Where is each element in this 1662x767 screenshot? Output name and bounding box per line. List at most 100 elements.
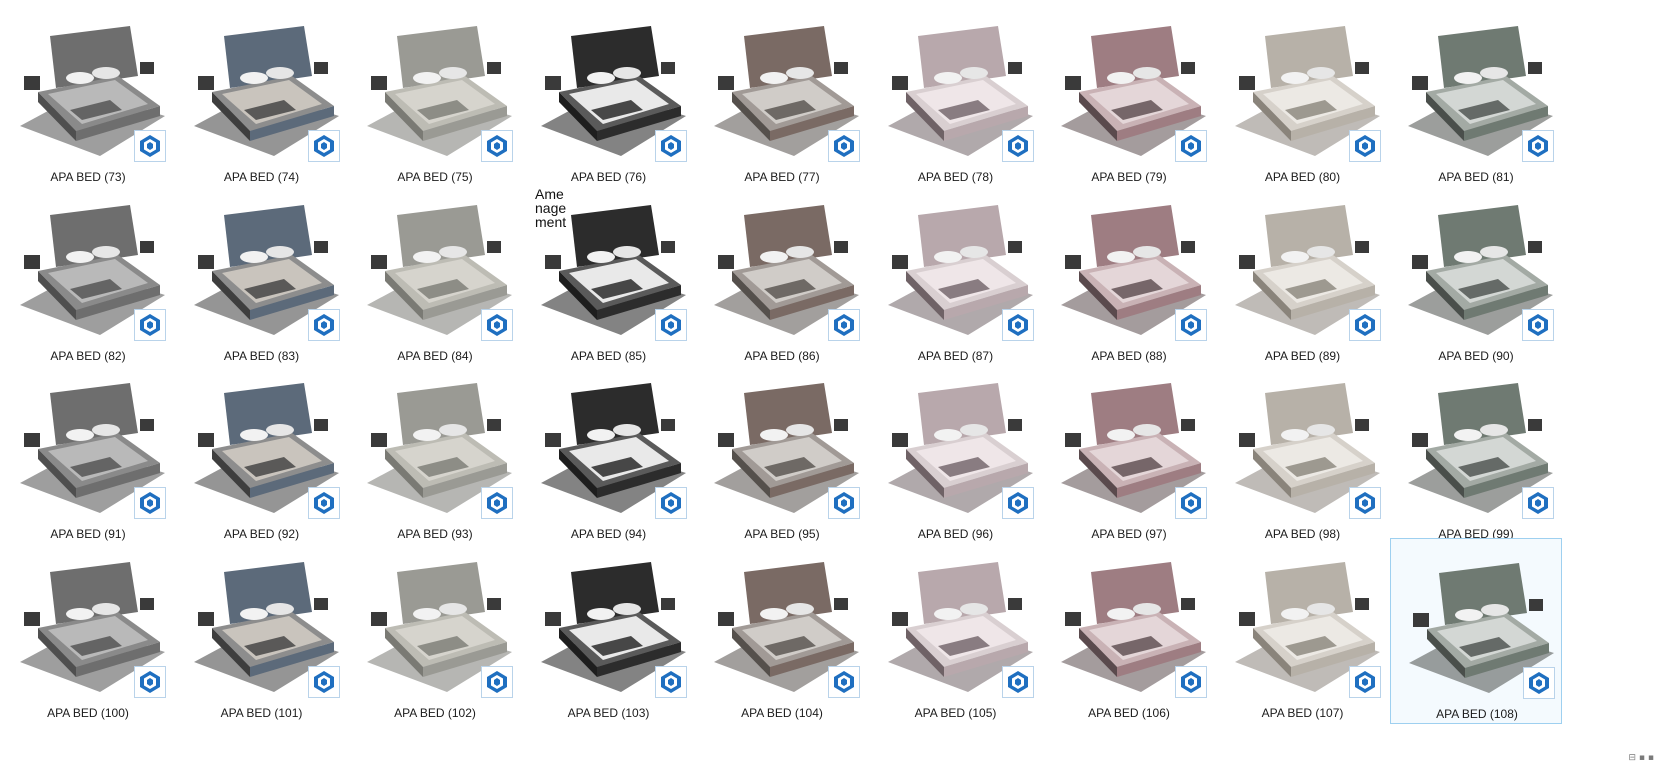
file-tile[interactable]: APA BED (104)	[696, 538, 868, 724]
sketchup-logo-icon	[660, 670, 681, 693]
file-thumbnail	[184, 542, 344, 702]
file-tile[interactable]: APA BED (106)	[1043, 538, 1215, 724]
file-tile[interactable]: APA BED (74)	[176, 2, 348, 188]
file-name-label: APA BED (89)	[1264, 348, 1341, 363]
file-name-label: APA BED (86)	[744, 348, 820, 363]
file-tile[interactable]: APA BED (89)	[1217, 181, 1389, 367]
sketchup-logo-icon	[834, 492, 854, 514]
file-tile[interactable]: APA BED (81)	[1390, 2, 1562, 188]
file-name-label: APA BED (108)	[1436, 706, 1518, 721]
bed-thumbnail-image	[367, 561, 512, 692]
file-tile[interactable]: APA BED (80)	[1217, 2, 1389, 188]
bed-thumbnail-image	[540, 26, 686, 156]
bed-thumbnail-image	[1408, 26, 1553, 156]
file-tile[interactable]: APA BED (88)	[1043, 181, 1215, 367]
file-type-badge	[654, 665, 687, 698]
file-tile[interactable]: APA BED (90)	[1390, 181, 1562, 367]
file-type-badge	[1348, 665, 1381, 698]
sketchup-logo-icon	[1529, 671, 1549, 694]
bed-thumbnail-image	[193, 383, 339, 513]
file-tile[interactable]: APA BED (96)	[870, 359, 1042, 545]
file-tile[interactable]: APA BED (108)	[1390, 537, 1562, 724]
file-tile[interactable]: APA BED (101)	[176, 538, 348, 724]
file-name-label: APA BED (90)	[1438, 348, 1514, 363]
file-type-badge	[134, 308, 166, 341]
bed-thumbnail-image	[714, 204, 859, 335]
file-type-badge	[654, 130, 687, 162]
file-tile[interactable]: APA BED (93)	[349, 359, 521, 545]
view-toggle-icon[interactable]: ⊟ ▪ ▪	[1628, 753, 1654, 763]
sketchup-logo-icon	[1007, 135, 1028, 157]
bed-thumbnail-image	[1234, 26, 1380, 156]
file-tile[interactable]: APA BED (97)	[1043, 359, 1215, 545]
file-type-badge	[1175, 487, 1207, 519]
sketchup-logo-icon	[1528, 313, 1548, 336]
file-tile[interactable]: APA BED (83)	[176, 181, 348, 367]
file-name-label: APA BED (88)	[1091, 348, 1167, 363]
file-name-label: APA BED (97)	[1091, 527, 1167, 541]
file-tile[interactable]: APA BED (76)	[523, 2, 695, 188]
file-thumbnail	[704, 6, 864, 166]
file-tile[interactable]: APA BED (92)	[176, 359, 348, 545]
file-type-badge	[1522, 308, 1554, 341]
file-type-badge	[1523, 666, 1555, 699]
file-type-badge	[654, 308, 687, 341]
file-type-badge	[1001, 487, 1034, 519]
file-name-label: APA BED (103)	[567, 705, 650, 720]
file-tile[interactable]: APA BED (102)	[349, 538, 521, 724]
sketchup-logo-icon	[313, 313, 334, 336]
bed-thumbnail-image	[714, 561, 859, 692]
file-thumbnail	[878, 542, 1038, 702]
file-thumbnail	[184, 363, 344, 523]
file-tile[interactable]: APA BED (75)	[349, 2, 521, 188]
file-thumbnail	[1398, 6, 1558, 166]
bed-thumbnail-image	[367, 26, 512, 156]
file-thumbnail	[531, 6, 691, 166]
file-tile[interactable]: APA BED (103)	[523, 538, 695, 724]
file-tile[interactable]: APA BED (78)	[870, 2, 1042, 188]
file-thumbnail	[10, 6, 170, 166]
thumbnail-text-art: nage	[535, 200, 566, 216]
file-tile[interactable]: APA BED (87)	[870, 181, 1042, 367]
file-type-badge	[1001, 130, 1034, 162]
file-tile[interactable]: APA BED (107)	[1217, 538, 1389, 724]
file-thumbnail	[531, 542, 691, 702]
file-type-badge	[1348, 487, 1381, 519]
thumbnail-text-art: Ame	[535, 186, 564, 202]
file-type-badge	[1348, 308, 1381, 341]
file-type-badge	[134, 130, 166, 162]
bed-thumbnail-image	[193, 561, 339, 692]
file-tile[interactable]: APA BED (77)	[696, 2, 868, 188]
file-tile[interactable]: APA BED (105)	[870, 538, 1042, 724]
file-type-badge	[134, 487, 166, 519]
file-thumbnail	[1398, 363, 1558, 523]
file-tile[interactable]: APA BED (95)	[696, 359, 868, 545]
bed-thumbnail-image	[20, 26, 165, 156]
file-tile[interactable]: APA BED (99)	[1390, 359, 1562, 545]
file-tile[interactable]: APA BED (91)	[2, 359, 174, 545]
file-tile[interactable]: APA BED (79)	[1043, 2, 1215, 188]
sketchup-logo-icon	[1007, 670, 1028, 693]
file-tile[interactable]: APA BED (98)	[1217, 359, 1389, 545]
file-tile[interactable]: APA BED (94)	[523, 359, 695, 545]
file-thumbnail	[704, 542, 864, 702]
file-tile[interactable]: APA BED (73)	[2, 2, 174, 188]
sketchup-logo-icon	[313, 670, 334, 693]
bed-thumbnail-image	[714, 26, 859, 156]
file-name-label: APA BED (101)	[220, 705, 303, 720]
sketchup-logo-icon	[1181, 670, 1201, 693]
bed-thumbnail-image	[1409, 562, 1554, 693]
file-tile[interactable]: APA BED (86)	[696, 181, 868, 367]
file-type-badge	[481, 130, 513, 162]
sketchup-logo-icon	[487, 313, 507, 336]
file-tile[interactable]: APA BED (100)	[2, 538, 174, 724]
bed-thumbnail-image	[193, 204, 339, 335]
bed-thumbnail-image	[193, 26, 339, 156]
file-type-badge	[1175, 308, 1207, 341]
file-type-badge	[481, 665, 513, 698]
file-tile[interactable]: APA BED (82)	[2, 181, 174, 367]
file-tile[interactable]: APA BED (84)	[349, 181, 521, 367]
file-name-label: APA BED (95)	[744, 527, 820, 541]
